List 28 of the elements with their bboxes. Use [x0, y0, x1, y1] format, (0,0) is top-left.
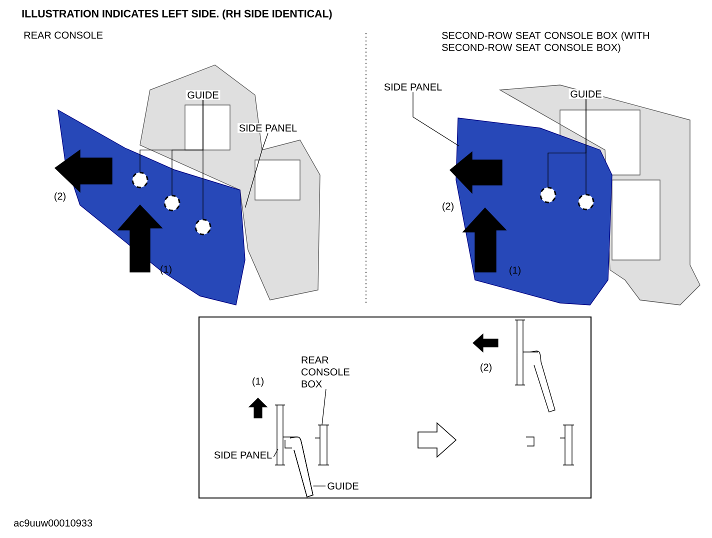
guide-circle [578, 194, 594, 210]
side-panel-label: SIDE PANEL [382, 82, 444, 92]
leader-line [202, 100, 204, 220]
guide-label: GUIDE [326, 481, 360, 491]
title: ILLUSTRATION INDICATES LEFT SIDE. (RH SIDE IDENTICAL) [22, 10, 332, 20]
section-heading: SECOND-ROW SEAT CONSOLE BOX (WITH SECOND-ROW SEAT CONSOLE BOX) [442, 32, 649, 53]
guide-circle [132, 172, 148, 188]
guide-circle [164, 194, 180, 212]
side-panel-label: SIDE PANEL [238, 123, 298, 133]
guide-circle [194, 218, 212, 236]
leader-line [322, 388, 326, 426]
figure-code: ac9uuw00010933 [14, 519, 92, 527]
step-number: (2) [442, 202, 454, 212]
guide-label: GUIDE [186, 90, 220, 100]
side-panel-label: SIDE PANEL [212, 450, 274, 460]
guide-circle [540, 186, 556, 204]
inset-frame [198, 316, 592, 499]
leader-line [412, 92, 460, 146]
rear-console-box-label: REAR CONSOLE BOX [300, 355, 352, 389]
step-number: (1) [510, 266, 520, 276]
step-number: (1) [160, 265, 172, 275]
step-number: (1) [252, 377, 264, 387]
step-number: (2) [480, 363, 492, 373]
console-box-profile-drawing [314, 424, 330, 466]
guide-label: GUIDE [568, 89, 604, 99]
leader-line [273, 448, 278, 458]
step-number: (2) [54, 192, 66, 202]
section-heading: REAR CONSOLE [24, 32, 103, 39]
